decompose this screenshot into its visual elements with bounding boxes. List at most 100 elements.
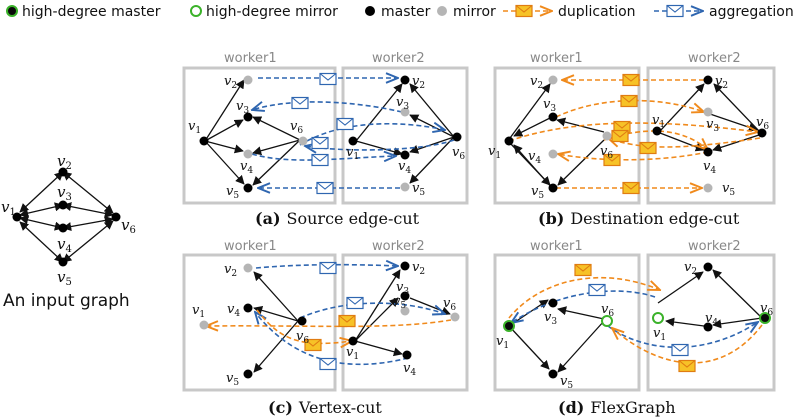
input-label-v4: v4 [57, 235, 72, 255]
svg-text:v2: v2 [224, 262, 237, 279]
svg-text:v6: v6 [296, 329, 309, 346]
legend-high-degree-mirror: high-degree mirror [190, 4, 338, 20]
worker1-label: worker1 [224, 51, 277, 66]
legend-master: master [365, 4, 431, 20]
legend-label: aggregation [709, 4, 794, 20]
svg-text:v2: v2 [715, 74, 728, 91]
svg-text:v4: v4 [240, 159, 253, 176]
high-degree-master-v6 [759, 312, 771, 324]
svg-text:v1: v1 [653, 326, 666, 343]
input-node-v4 [58, 223, 68, 233]
worker2-label: worker2 [372, 239, 425, 254]
legend-label: master [381, 4, 431, 20]
svg-text:v5: v5 [226, 184, 239, 201]
svg-text:v5: v5 [722, 181, 735, 198]
legend-label: high-degree master [22, 4, 161, 20]
svg-text:v1: v1 [496, 334, 509, 351]
panel-c-node-labels: v2 v4 v1 v6 v5 v2 v3 v5 v6 v1 v4 [192, 260, 456, 388]
svg-text:v6: v6 [756, 115, 769, 132]
panel-d-caption: (d)FlexGraph [558, 398, 676, 417]
svg-text:v4: v4 [398, 159, 411, 176]
svg-text:v4: v4 [705, 311, 718, 328]
legend-duplication: duplication [503, 4, 636, 20]
panel-c-vertex-cut: worker1 worker2 v2 [182, 239, 469, 417]
master-icon [365, 6, 375, 16]
svg-text:v5: v5 [560, 374, 573, 391]
svg-text:v3: v3 [236, 99, 249, 116]
panel-d-flexgraph: worker1 worker2 v1 v3 v6 v5 [493, 239, 776, 417]
panel-b-destination-edge-cut: worker1 worker2 [488, 51, 776, 228]
input-node-v1 [12, 212, 22, 222]
legend-label: high-degree mirror [206, 4, 338, 20]
input-node-v5 [58, 257, 68, 267]
svg-text:v6: v6 [600, 144, 613, 161]
aggregation-envelope-icon [666, 4, 684, 18]
input-label-v5: v5 [57, 268, 72, 288]
svg-text:v4: v4 [528, 149, 541, 166]
svg-text:v4: v4 [703, 159, 716, 176]
svg-text:v2: v2 [530, 74, 543, 91]
svg-text:v1: v1 [652, 113, 665, 130]
worker2-box [646, 66, 776, 205]
panel-c-caption: (c)Vertex-cut [268, 398, 382, 417]
svg-text:v1: v1 [346, 345, 359, 362]
duplication-envelope-icon [515, 4, 533, 18]
svg-text:v6: v6 [452, 145, 465, 162]
input-node-v2 [58, 167, 68, 177]
panel-a-source-edge-cut: worker1 worker2 [182, 51, 469, 228]
svg-text:v6: v6 [760, 301, 773, 318]
worker1-label: worker1 [530, 51, 583, 66]
legend-label: mirror [453, 4, 496, 20]
legend-high-degree-master: high-degree master [6, 4, 161, 20]
svg-text:v5: v5 [226, 371, 239, 388]
svg-text:v1: v1 [346, 145, 359, 162]
worker2-label: worker2 [688, 51, 741, 66]
svg-text:v6: v6 [443, 296, 456, 313]
input-graph-caption: An input graph [3, 291, 130, 311]
svg-text:v3: v3 [706, 117, 719, 134]
svg-text:v6: v6 [601, 302, 614, 319]
high-degree-mirror-icon [190, 5, 202, 17]
svg-text:v2: v2 [684, 260, 697, 277]
input-node-v6 [111, 212, 121, 222]
worker2-box [341, 66, 469, 205]
svg-text:v4: v4 [227, 302, 240, 319]
mirror-icon [437, 6, 447, 16]
svg-text:v3: v3 [396, 95, 409, 112]
worker1-label: worker1 [224, 239, 277, 254]
legend-mirror: mirror [437, 4, 496, 20]
svg-text:v2: v2 [412, 260, 425, 277]
high-degree-mirror-v1 [652, 312, 664, 324]
panel-a-node-labels: v2 v3 v1 v6 v4 v5 v2 v3 v1 v4 v5 v6 [188, 74, 465, 201]
legend-label: duplication [558, 4, 636, 20]
svg-text:v3: v3 [543, 97, 556, 114]
input-label-v6: v6 [121, 216, 136, 236]
svg-text:v5: v5 [393, 294, 406, 311]
high-degree-master-icon [6, 5, 18, 17]
legend-aggregation: aggregation [654, 4, 794, 20]
worker1-box [493, 66, 641, 205]
svg-text:v2: v2 [412, 74, 425, 91]
panel-a-caption: (a)Source edge-cut [255, 209, 420, 228]
worker1-box [493, 253, 641, 392]
svg-text:v5: v5 [531, 184, 544, 201]
svg-text:v3: v3 [396, 280, 409, 297]
svg-text:v5: v5 [412, 181, 425, 198]
worker1-label: worker1 [530, 239, 583, 254]
svg-text:v1: v1 [188, 119, 201, 136]
worker2-label: worker2 [372, 51, 425, 66]
legend: high-degree master high-degree mirror ma… [6, 4, 794, 20]
worker2-label: worker2 [688, 239, 741, 254]
worker1-box [182, 66, 337, 205]
svg-text:v3: v3 [544, 310, 557, 327]
panel-d-node-labels: v1 v3 v6 v5 v2 v1 v4 v6 [496, 260, 773, 391]
high-degree-mirror-v6 [601, 315, 613, 327]
worker1-box [182, 253, 337, 392]
worker2-box [646, 253, 776, 392]
input-label-v1: v1 [1, 198, 16, 218]
svg-text:v1: v1 [488, 144, 501, 161]
high-degree-master-v1 [503, 320, 515, 332]
input-node-v3 [58, 200, 68, 210]
input-graph: v2 v3 v4 v5 v1 v6 An input graph [1, 152, 136, 311]
